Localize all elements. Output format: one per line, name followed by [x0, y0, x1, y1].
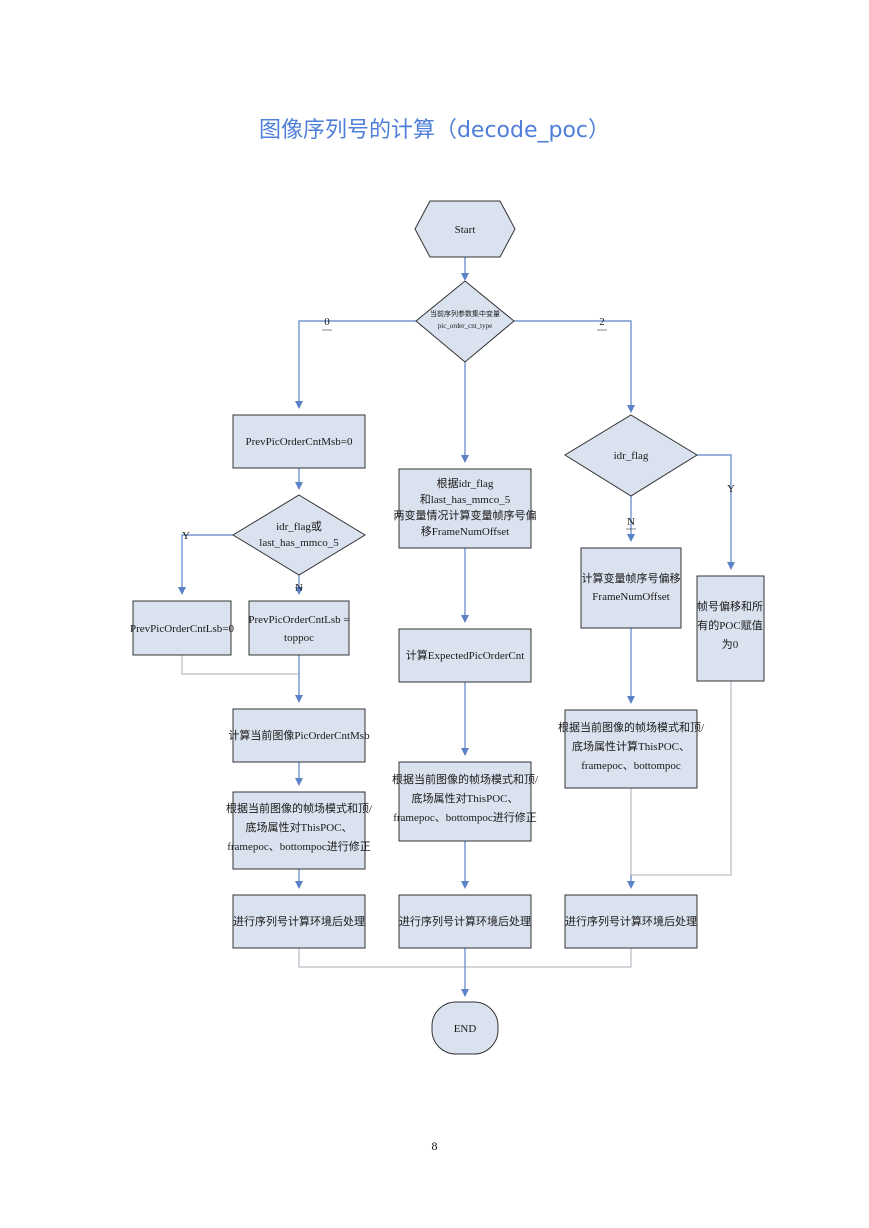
node-start: Start — [414, 200, 516, 258]
calc-offset-right-line-2: FrameNumOffset — [592, 591, 669, 603]
calc-offset-mid-line-1: 根据idr_flag — [437, 476, 494, 490]
post-mid-label: 进行序列号计算环境后处理 — [399, 914, 531, 928]
edge-label-type-2: 2 — [599, 316, 605, 328]
decision-type-line-2: pic_order_cnt_type — [438, 322, 492, 330]
node-fix-mid: 根据当前图像的帧场模式和顶/ 底场属性对ThisPOC、 framepoc、bo… — [392, 761, 539, 842]
node-prev-lsb-zero: PrevPicOrderCntLsb=0 — [130, 600, 234, 656]
decision-idr-label: idr_flag — [614, 450, 649, 462]
edge-mmco-y — [178, 534, 233, 595]
fix-left-line-2: 底场属性对ThisPOC、 — [246, 820, 353, 834]
assign-zero-line-3: 为0 — [722, 638, 739, 651]
calc-offset-right-line-1: 计算变量帧序号偏移 — [582, 571, 681, 585]
calc-offset-mid-line-3: 两变量情况计算变量帧序号偏 — [394, 508, 537, 522]
calc-msb-label: 计算当前图像PicOrderCntMsb — [228, 728, 370, 742]
node-calc-offset-right: 计算变量帧序号偏移 FrameNumOffset — [580, 547, 682, 629]
prev-lsb-top-line-2: toppoc — [284, 632, 314, 644]
node-post-mid: 进行序列号计算环境后处理 — [398, 894, 532, 949]
node-decision-type: 当前序列参数集中变量 pic_order_cnt_type — [415, 280, 515, 363]
edge-type-2 — [514, 320, 635, 413]
edge-label-mmco-n: N — [295, 582, 303, 594]
page-title: 图像序列号的计算（decode_poc） — [258, 118, 611, 143]
node-calc-expected: 计算ExpectedPicOrderCnt — [398, 628, 532, 683]
node-decision-idr-mmco: idr_flag或 last_has_mmco_5 — [232, 494, 366, 576]
fix-left-line-1: 根据当前图像的帧场模式和顶/ — [226, 801, 373, 815]
prev-lsb-zero-label: PrevPicOrderCntLsb=0 — [130, 623, 234, 635]
calc-offset-mid-line-2: 和last_has_mmco_5 — [420, 493, 511, 506]
prev-msb-label: PrevPicOrderCntMsb=0 — [245, 436, 353, 448]
edge-type-0 — [295, 320, 416, 409]
connectors — [178, 257, 735, 997]
fix-left-line-3: framepoc、bottompoc进行修正 — [227, 839, 371, 853]
post-left-label: 进行序列号计算环境后处理 — [233, 914, 365, 928]
node-post-left: 进行序列号计算环境后处理 — [232, 894, 366, 949]
node-end-label: END — [454, 1023, 477, 1035]
edge-post-right-merge — [465, 948, 632, 968]
edge-lsb-zero-merge — [181, 655, 299, 675]
prev-lsb-top-line-1: PrevPicOrderCntLsb = — [248, 614, 349, 626]
edge-label-mmco-y: Y — [182, 530, 190, 542]
calc-right-line-1: 根据当前图像的帧场模式和顶/ — [558, 720, 705, 734]
edge-label-type-0: 0 — [324, 316, 330, 328]
fix-mid-line-1: 根据当前图像的帧场模式和顶/ — [392, 772, 539, 786]
node-calc-offset-mid: 根据idr_flag 和last_has_mmco_5 两变量情况计算变量帧序号… — [394, 468, 537, 549]
node-prev-msb: PrevPicOrderCntMsb=0 — [232, 414, 366, 469]
node-calc-right: 根据当前图像的帧场模式和顶/ 底场属性计算ThisPOC、 framepoc、b… — [558, 709, 705, 789]
edge-idr-y — [697, 454, 735, 570]
edge-label-idr-n: N — [627, 516, 635, 528]
node-assign-zero: 帧号偏移和所 有的POC赋值 为0 — [696, 575, 765, 682]
post-right-label: 进行序列号计算环境后处理 — [565, 914, 697, 928]
edge-labels: 0 2 Y N N Y — [182, 316, 735, 594]
node-prev-lsb-top: PrevPicOrderCntLsb = toppoc — [248, 600, 350, 656]
node-decision-idr: idr_flag — [564, 414, 698, 497]
page-number: 8 — [431, 1139, 438, 1153]
calc-expected-label: 计算ExpectedPicOrderCnt — [406, 648, 525, 662]
calc-offset-mid-line-4: 移FrameNumOffset — [421, 525, 509, 538]
node-calc-msb: 计算当前图像PicOrderCntMsb — [228, 708, 370, 763]
fix-mid-line-2: 底场属性对ThisPOC、 — [412, 791, 519, 805]
decision-type-line-1: 当前序列参数集中变量 — [430, 309, 500, 318]
calc-right-line-3: framepoc、bottompoc — [581, 760, 681, 772]
calc-right-line-2: 底场属性计算ThisPOC、 — [572, 739, 690, 753]
edge-label-idr-y: Y — [727, 483, 735, 495]
fix-mid-line-3: framepoc、bottompoc进行修正 — [393, 810, 537, 824]
node-post-right: 进行序列号计算环境后处理 — [564, 894, 698, 949]
assign-zero-line-1: 帧号偏移和所 — [697, 599, 763, 613]
node-fix-left: 根据当前图像的帧场模式和顶/ 底场属性对ThisPOC、 framepoc、bo… — [226, 791, 373, 870]
assign-zero-line-2: 有的POC赋值 — [697, 618, 762, 632]
node-end: END — [431, 1001, 499, 1055]
decision-idr-mmco-line-1: idr_flag或 — [276, 520, 322, 533]
decision-idr-mmco-line-2: last_has_mmco_5 — [259, 537, 339, 549]
edge-zero-merge — [631, 681, 732, 876]
node-start-label: Start — [455, 224, 476, 236]
edge-post-left-merge — [298, 948, 465, 968]
